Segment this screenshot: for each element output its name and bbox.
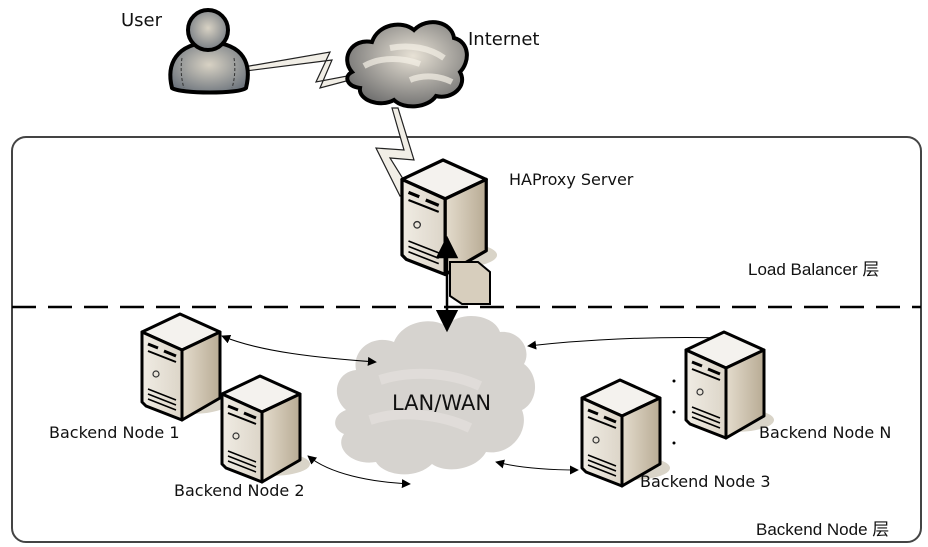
backend-node-2-label: Backend Node 2 — [174, 481, 305, 500]
lan-backendN-arrow — [527, 333, 727, 350]
load-balancer-layer-label: Load Balancer 层 — [748, 260, 880, 279]
internet-cloud-icon — [345, 20, 469, 109]
layer-container — [11, 136, 922, 543]
ellipsis-dot — [672, 441, 676, 445]
backend-node-3-icon — [580, 378, 672, 488]
lan-backend2-arrow — [307, 455, 411, 489]
internet-label: Internet — [468, 29, 540, 50]
lan-backend3-arrow — [495, 459, 579, 475]
backend-layer-label: Backend Node 层 — [756, 520, 890, 539]
backend-node-3-label: Backend Node 3 — [640, 472, 771, 491]
backend-node-2-icon — [220, 374, 312, 484]
backend-node-1-label: Backend Node 1 — [49, 423, 180, 442]
user-label: User — [121, 10, 163, 31]
backend-node-n-label: Backend Node N — [759, 423, 892, 442]
user-icon — [168, 8, 250, 95]
lan-wan-label: LAN/WAN — [392, 391, 492, 415]
ellipsis-dot — [672, 410, 676, 414]
backend-node-1-icon — [140, 312, 232, 422]
ellipsis-dot — [672, 379, 676, 383]
haproxy-module-icon — [449, 261, 491, 305]
haproxy-label: HAProxy Server — [509, 170, 634, 189]
haproxy-server-icon — [400, 158, 499, 277]
lan-backend1-arrow — [221, 334, 377, 366]
lan-wan-cloud-icon — [335, 315, 536, 475]
